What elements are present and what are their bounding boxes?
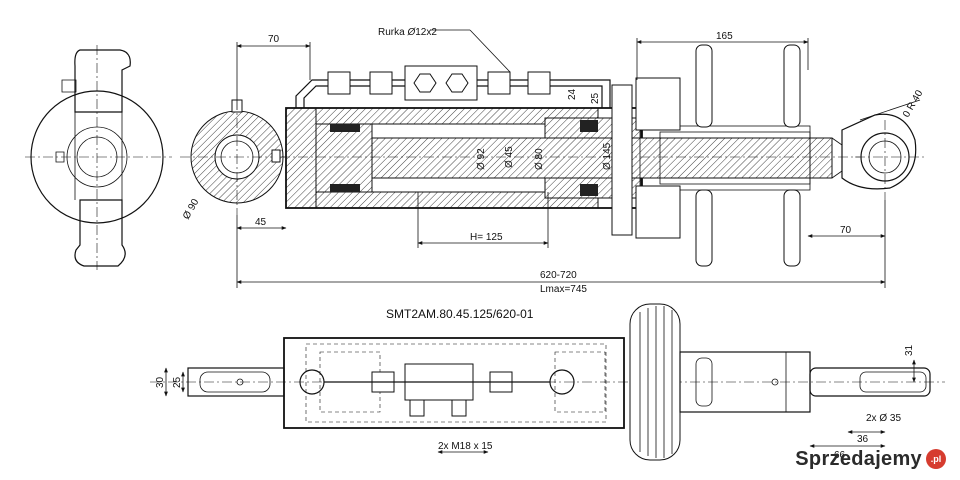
bottom-view (150, 303, 945, 461)
hose-assembly (295, 65, 611, 108)
dim-d145: Ø 145 (602, 142, 613, 170)
dim-70-right: 70 (840, 225, 852, 236)
fin-pack-lines (639, 306, 673, 458)
dim-r40: 0 R 40 (901, 88, 925, 119)
dim-d80: Ø 80 (534, 148, 545, 170)
dim-31: 31 (904, 344, 915, 356)
dim-45: 45 (255, 217, 267, 228)
dim-range: 620-720 (540, 270, 577, 281)
dim-36: 36 (857, 434, 869, 445)
dim-24: 24 (567, 88, 578, 100)
watermark-text: Sprzedajemy (795, 447, 922, 470)
rear-eye (180, 99, 295, 215)
model-code: SMT2AM.80.45.125/620-01 (386, 307, 534, 321)
hose-label: Rurka Ø12x2 (378, 27, 437, 38)
end-view-left (25, 45, 172, 270)
dim-25: 25 (590, 92, 601, 104)
dim-165: 165 (716, 31, 733, 42)
watermark: Sprzedajemy .pl (795, 446, 946, 472)
dim-pin: 2x Ø 35 (866, 413, 901, 424)
dim-h125: H= 125 (470, 232, 503, 243)
dim-d92: Ø 92 (476, 148, 487, 170)
dim-25-bottom: 25 (172, 376, 183, 388)
cylinder-barrel (280, 107, 860, 209)
dimension-lines-top (236, 29, 921, 288)
dim-d90: Ø 90 (181, 197, 202, 222)
dim-30: 30 (155, 376, 166, 388)
dim-66: 66 (834, 450, 846, 461)
dim-70-left: 70 (268, 34, 280, 45)
watermark-badge: .pl (926, 449, 946, 469)
cooling-fins (611, 44, 801, 267)
front-eye (841, 113, 925, 200)
dim-lmax: Lmax=745 (540, 284, 587, 295)
dim-ports: 2x M18 x 15 (438, 441, 493, 452)
dim-d45-bore: Ø 45 (504, 146, 515, 168)
